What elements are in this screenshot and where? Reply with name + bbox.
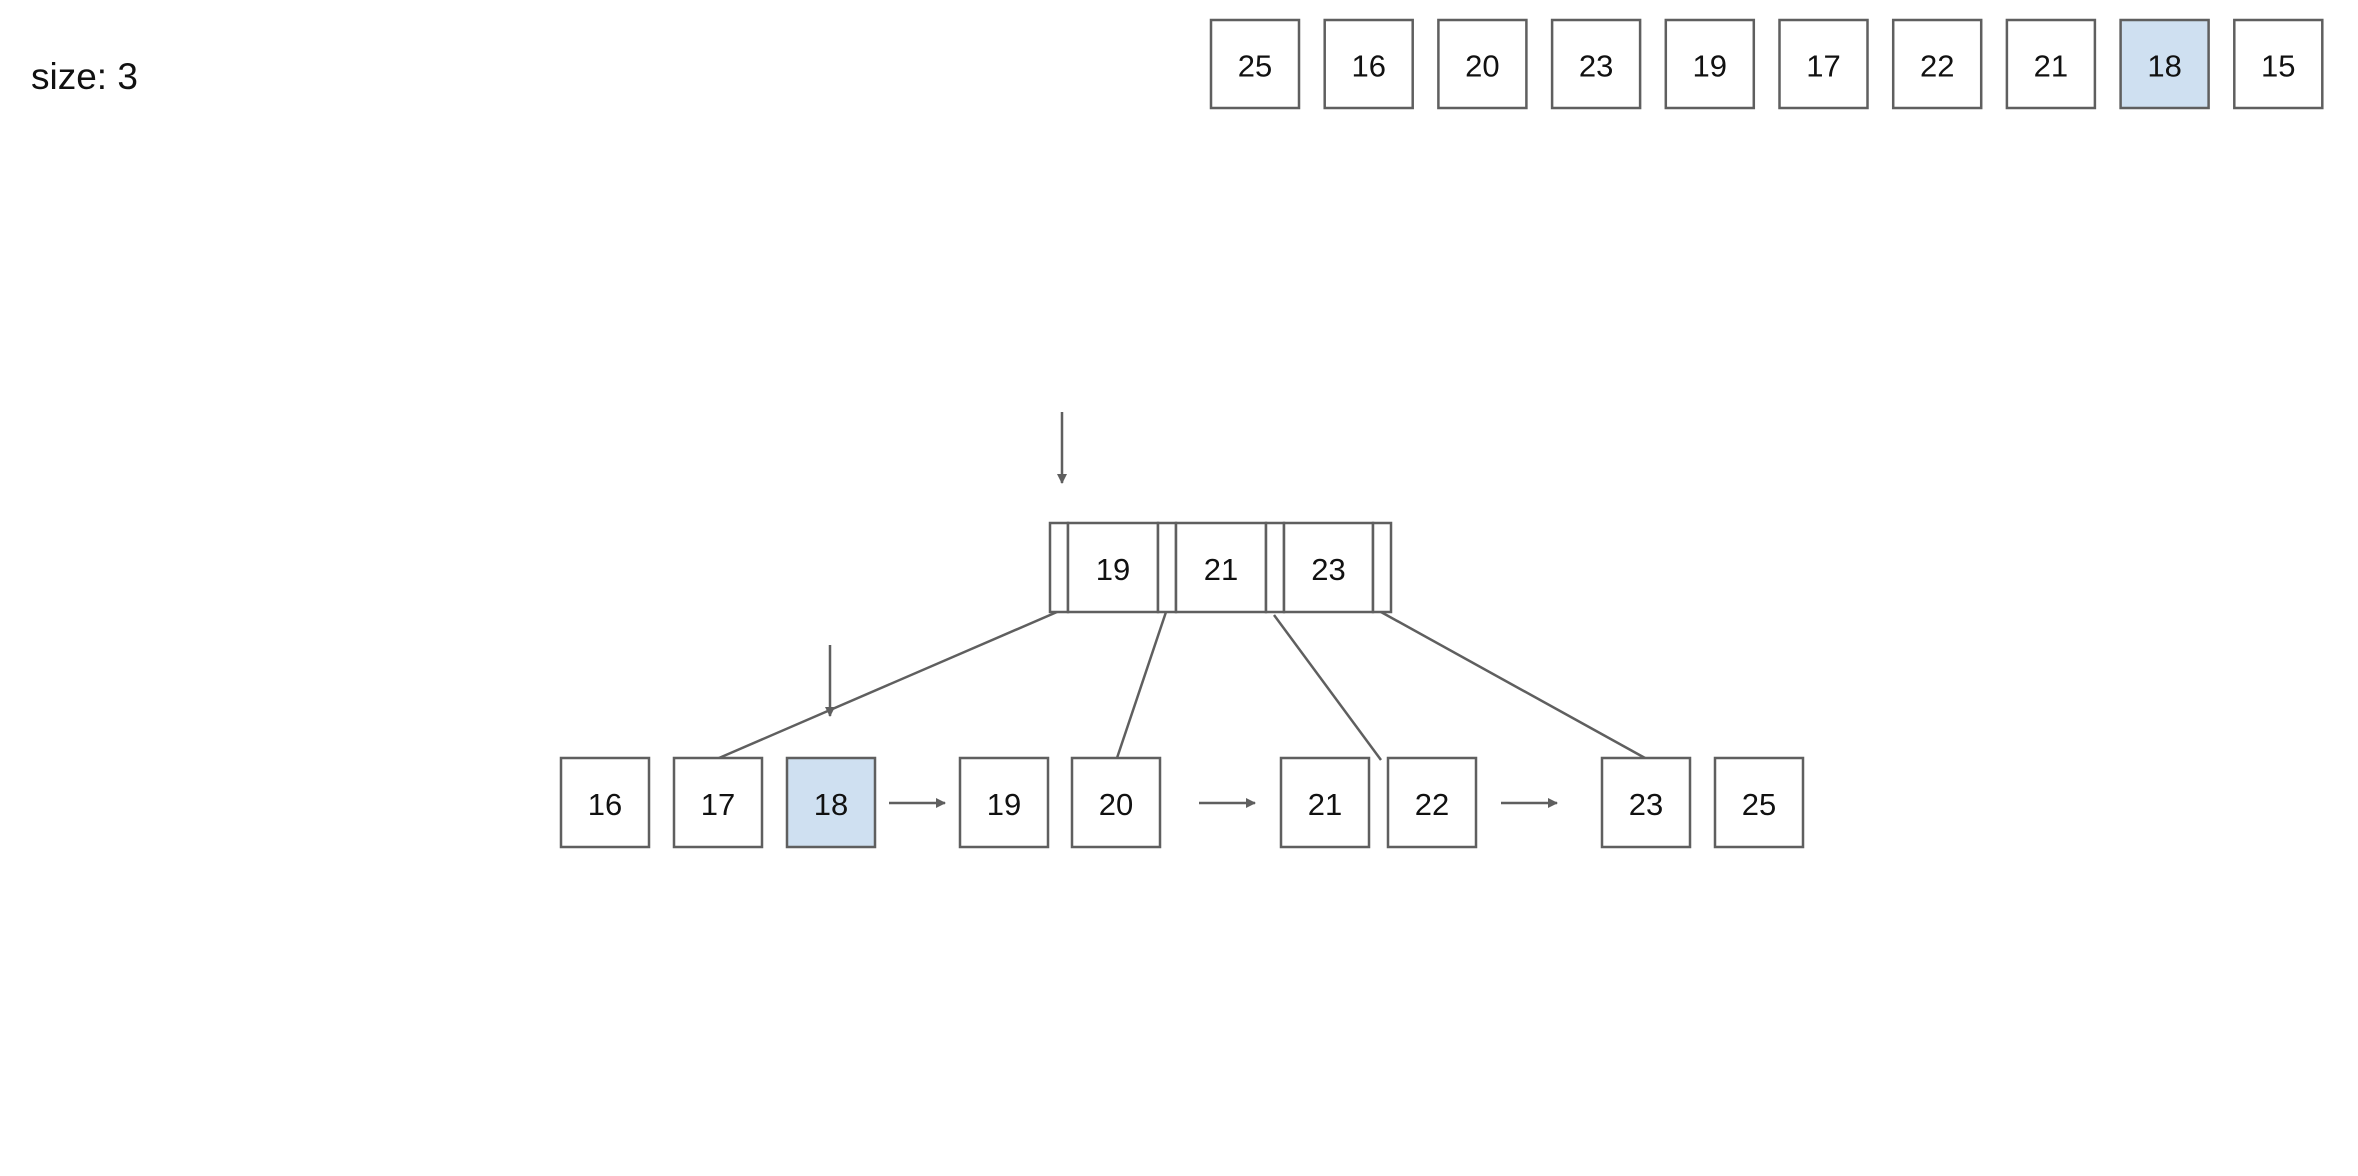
array-cell: 17 [1778, 18, 1869, 110]
array-cell: 25 [1209, 18, 1301, 110]
array-cell: 15 [2233, 18, 2324, 110]
leaf-key: 25 [1713, 756, 1805, 849]
leaf-key-label: 23 [1629, 787, 1663, 822]
array-cell-label: 21 [2034, 49, 2068, 84]
leaf-key: 21 [1279, 756, 1371, 849]
array-cell-rect [1437, 18, 1528, 110]
leaf-key-rect [1713, 756, 1805, 849]
array-cell-label: 25 [1238, 49, 1272, 84]
leaf-key-rect [559, 756, 651, 849]
leaf-key: 18 [785, 756, 877, 849]
array-cell: 19 [1664, 18, 1756, 110]
leaf-key-label: 22 [1415, 787, 1449, 822]
array-cell-label: 19 [1693, 49, 1727, 84]
root-key: 21 [1174, 521, 1268, 614]
root-key: 19 [1066, 521, 1160, 614]
array-cell-rect [2233, 18, 2324, 110]
root-key-label: 21 [1204, 552, 1238, 587]
array-cell-rect [1550, 18, 1642, 110]
root-key-rect [1066, 521, 1160, 614]
root-child-pointer-slot [1264, 521, 1286, 614]
array-cell-label: 23 [1579, 49, 1613, 84]
leaf-key-label: 25 [1742, 787, 1776, 822]
leaf-key-rect [1386, 756, 1478, 849]
array-cell-label: 17 [1806, 49, 1840, 84]
array-cell-rect [2005, 18, 2097, 110]
array-cell: 18 [2119, 18, 2210, 110]
leaf-key-label: 21 [1308, 787, 1342, 822]
leaf-key-label: 16 [588, 787, 622, 822]
array-cell: 22 [1891, 18, 1983, 110]
leaf-key-label: 18 [814, 787, 848, 822]
tree-edge [718, 610, 1058, 760]
leaf-key-rect [1279, 756, 1371, 849]
array-cell-label: 18 [2147, 49, 2181, 84]
tree-edge [1380, 610, 1646, 760]
root-child-pointer-slot-rect [1371, 521, 1393, 614]
root-child-pointer-slot [1156, 521, 1178, 614]
array-cell: 16 [1323, 18, 1414, 110]
leaf-key-rect [958, 756, 1050, 849]
leaf-key-rect [672, 756, 764, 849]
array-cell: 23 [1550, 18, 1642, 110]
leaf-key-rect [1070, 756, 1162, 849]
array-cell-label: 16 [1351, 49, 1385, 84]
root-child-pointer-slot-rect [1264, 521, 1286, 614]
root-key-rect [1174, 521, 1268, 614]
tree-edge [1272, 614, 1383, 761]
root-key: 23 [1282, 521, 1375, 614]
leaf-key: 17 [672, 756, 764, 849]
leaf-key-rect [1600, 756, 1692, 849]
array-cell: 21 [2005, 18, 2097, 110]
leaf-key-label: 20 [1099, 787, 1133, 822]
array-cell-rect [1778, 18, 1869, 110]
root-key-label: 23 [1311, 552, 1345, 587]
array-cell-label: 15 [2261, 49, 2295, 84]
leaf-key: 20 [1070, 756, 1162, 849]
root-child-pointer-slot [1048, 521, 1070, 614]
leaf-key-rect [785, 756, 877, 849]
root-child-pointer-slot [1371, 521, 1393, 614]
array-cell-rect [1209, 18, 1301, 110]
array-cell-rect [1664, 18, 1756, 110]
array-cell: 20 [1437, 18, 1528, 110]
array-cell-label: 22 [1920, 49, 1954, 84]
leaf-key-label: 17 [701, 787, 735, 822]
array-cell-rect [1891, 18, 1983, 110]
leaf-key: 22 [1386, 756, 1478, 849]
leaf-key: 19 [958, 756, 1050, 849]
root-key-label: 19 [1096, 552, 1130, 587]
leaf-key: 16 [559, 756, 651, 849]
root-child-pointer-slot-rect [1156, 521, 1178, 614]
array-cell-rect [1323, 18, 1414, 110]
root-child-pointer-slot-rect [1048, 521, 1070, 614]
root-key-rect [1282, 521, 1375, 614]
array-cell-label: 20 [1465, 49, 1499, 84]
leaf-key: 23 [1600, 756, 1692, 849]
leaf-key-label: 19 [987, 787, 1021, 822]
tree-edge [1115, 611, 1168, 759]
array-cell-rect [2119, 18, 2210, 110]
size-label: size: 3 [31, 56, 138, 97]
